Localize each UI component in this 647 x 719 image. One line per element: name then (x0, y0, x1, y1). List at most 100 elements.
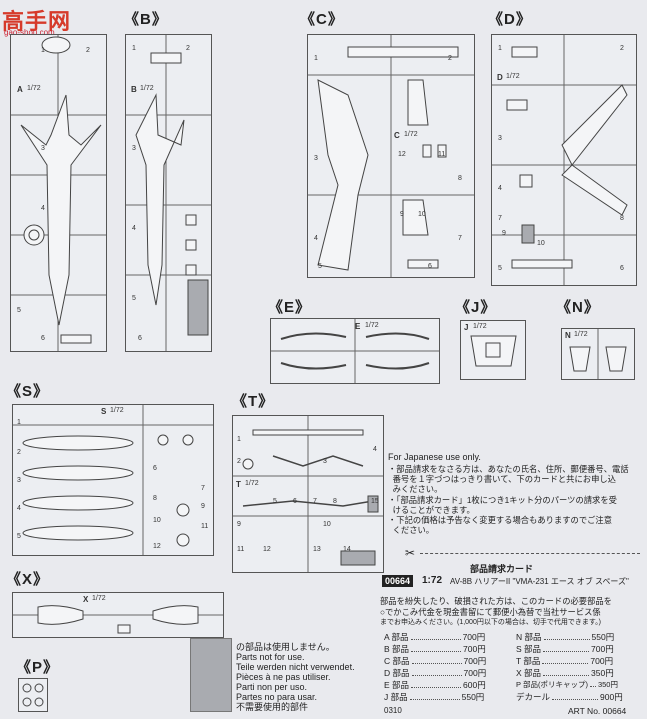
part-number: 1 (237, 436, 241, 443)
notice-line: ・部品請求をなさる方は、あなたの氏名、住所、郵便番号、電話 (388, 464, 629, 474)
part-number: 2 (86, 47, 90, 54)
section-p-heading: 《P》 (16, 659, 60, 676)
card-header: 00664 1:72 AV-8B ハリアーII "VMA-231 エース オブ … (382, 575, 640, 589)
part-number: 6 (153, 465, 157, 472)
price-value: 900円 (600, 692, 623, 702)
part-number: 14 (343, 546, 351, 553)
sprue-b-scale: 1/72 (140, 85, 154, 92)
section-s-heading: 《S》 (6, 383, 50, 400)
part-number: 9 (237, 521, 241, 528)
sprue-s-label: S (101, 407, 107, 416)
not-for-use-swatch (190, 638, 232, 712)
part-number: 6 (41, 335, 45, 342)
price-value: 700円 (463, 656, 487, 666)
sprue-c-label: C (394, 131, 400, 140)
price-row: P 部品(ポリキャップ)350円 (516, 679, 618, 690)
part-number: 11 (438, 151, 446, 158)
watermark-brand: 高手网 (2, 9, 72, 34)
part-number: 2 (448, 55, 452, 62)
japanese-notice: For Japanese use only. ・部品請求をなさる方は、あなたの氏… (388, 452, 642, 535)
part-number: 12 (398, 151, 406, 158)
part-number: 13 (313, 546, 321, 553)
section-c-heading: 《C》 (300, 11, 344, 28)
sprue-n-label: N (565, 331, 571, 340)
price-label: デカール (516, 692, 551, 702)
sprue-x-drawing (13, 605, 223, 634)
part-number: 3 (17, 477, 21, 484)
price-value: 700円 (590, 656, 614, 666)
scissors-icon: ✂ (405, 546, 416, 560)
part-number: 12 (263, 546, 271, 553)
card-footer-code: 0310 (384, 706, 402, 715)
part-number: 4 (314, 235, 318, 242)
sprue-n-scale: 1/72 (574, 331, 588, 338)
parts-request-card: 部品を紛失したり、破損された方は、このカードの必要部品を ○でかこみ代金を現金書… (378, 596, 640, 708)
sprue-c-scale: 1/72 (404, 131, 418, 138)
sprue-t-scale: 1/72 (245, 480, 259, 487)
part-number: 8 (333, 498, 337, 505)
part-number: 10 (323, 521, 331, 528)
price-label: E 部品 (384, 680, 410, 690)
sprue-t-drawing (233, 416, 383, 572)
part-number: 6 (428, 263, 432, 270)
sprue-e-scale: 1/72 (365, 322, 379, 329)
price-row: B 部品 700円 (384, 643, 486, 655)
part-number: 10 (537, 240, 545, 247)
sprue-d-label: D (497, 73, 503, 82)
part-number: 4 (17, 505, 21, 512)
sprue-a-drawing (11, 35, 106, 351)
sprue-a-scale: 1/72 (27, 85, 41, 92)
part-number: 11 (201, 523, 209, 530)
part-number: 5 (498, 265, 502, 272)
card-kit-name: AV-8B ハリアーII "VMA-231 エース オブ スペーズ" (450, 577, 629, 586)
part-number: 1 (41, 47, 45, 54)
part-number: 3 (323, 458, 327, 465)
notice-line: 番号を１字づつはっきり書いて、下のカードと共にお申し込 (388, 474, 616, 485)
sprue-j-scale: 1/72 (473, 323, 487, 330)
price-value: 350円 (591, 668, 614, 678)
part-number: 11 (237, 546, 245, 553)
sprue-x: X 1/72 (12, 592, 224, 638)
part-number: 8 (458, 175, 462, 182)
part-number: 10 (153, 517, 161, 524)
part-number: 9 (201, 503, 205, 510)
part-number: 5 (318, 263, 322, 270)
sprue-a-label: A (17, 85, 23, 94)
price-value: 700円 (463, 644, 486, 654)
sprue-b-drawing (126, 35, 211, 351)
notice-line: けることができます。 (388, 504, 475, 515)
sprue-t-label: T (236, 480, 241, 489)
part-number: 5 (273, 498, 277, 505)
not-for-use-line: Teile werden nicht verwendet. (236, 662, 355, 672)
part-number: 5 (17, 533, 21, 540)
sprue-n-drawing (569, 329, 627, 379)
not-for-use-legend: の部品は使用しません。 Parts not for use. Teile wer… (236, 642, 355, 712)
part-number: 5 (132, 295, 136, 302)
card-cut-line (420, 553, 640, 554)
section-b-heading: 《B》 (124, 11, 168, 28)
section-j-heading: 《J》 (455, 299, 497, 316)
notice-heading: For Japanese use only. (388, 452, 481, 462)
sprue-x-label: X (83, 595, 89, 604)
not-for-use-line: Partes no para usar. (236, 692, 318, 702)
price-label: J 部品 (384, 692, 408, 702)
card-body-line: までお申込みください。(1,000円以下の場合は、切手で代用できます。) (380, 619, 601, 626)
price-value: 700円 (463, 668, 487, 678)
card-body-line: ○でかこみ代金を現金書留にて郵便小為替で当社サービス係 (380, 607, 601, 617)
notice-line: ・「部品請求カード」1枚につき1キット分のパーツの請求を受 (388, 494, 617, 505)
part-number: 4 (498, 185, 502, 192)
price-value: 700円 (462, 632, 486, 642)
part-number: 12 (153, 543, 161, 550)
part-number: 7 (498, 215, 502, 222)
part-number: 1 (314, 55, 318, 62)
section-x-heading: 《X》 (6, 571, 50, 588)
price-label: B 部品 (384, 644, 410, 654)
part-number: 3 (498, 135, 502, 142)
part-number: 10 (418, 211, 426, 218)
part-number: 4 (132, 225, 136, 232)
